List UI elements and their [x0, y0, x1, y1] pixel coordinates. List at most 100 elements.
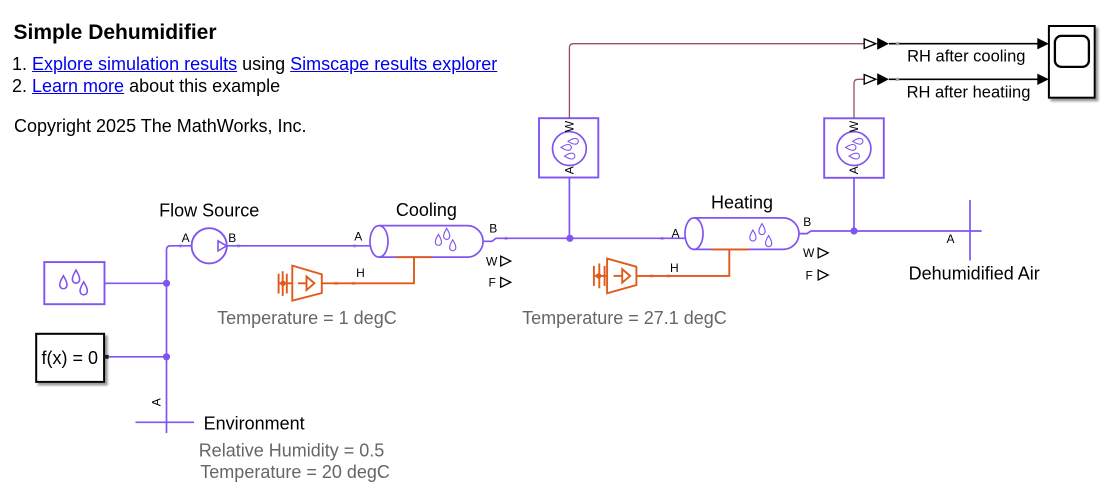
- heater-h-line[interactable]: [636, 250, 731, 277]
- environment-port-a-label: A: [149, 398, 163, 406]
- heater-port-h-label: H: [670, 261, 679, 275]
- cooling-port-f-arrow: [500, 276, 513, 289]
- description-line-2: 2. Learn more about this example: [12, 77, 280, 95]
- heating-port-a-label: A: [671, 226, 679, 240]
- junction-dot: [162, 353, 171, 361]
- cooling-port-b-label: B: [489, 221, 497, 235]
- temperature-source-icon: [592, 263, 632, 289]
- signal-lines[interactable]: [888, 42, 1038, 81]
- list-item-1-number: 1.: [12, 54, 33, 75]
- list-item-1-middle: using: [237, 54, 291, 75]
- explore-results-link[interactable]: Explore simulation results: [32, 54, 238, 75]
- flow-source-block[interactable]: A B Flow Source: [159, 200, 259, 265]
- cylinder-end-cap: [684, 217, 704, 251]
- sensor-cooling-port-a-label: A: [562, 166, 576, 174]
- joint-mark: [895, 42, 900, 46]
- temperature-source-icon: [277, 271, 316, 296]
- flow-source-port-b-label: B: [228, 231, 236, 245]
- junction-dots: [162, 227, 858, 361]
- learn-more-link[interactable]: Learn more: [32, 76, 125, 97]
- flow-source-block-label: Flow Source: [159, 200, 259, 220]
- cooling-pipe-block[interactable]: Cooling A B W F: [354, 200, 513, 290]
- junction-dot: [162, 279, 171, 287]
- cooling-port-w-arrow: [500, 255, 513, 268]
- outlet-port[interactable]: A: [946, 232, 954, 246]
- heating-port-b-label: B: [803, 215, 811, 229]
- joint-mark: [660, 236, 664, 240]
- signal-label-rh-cooling: RH after cooling: [907, 48, 1025, 66]
- cooler-temperature-source-block[interactable]: [277, 264, 323, 302]
- environment-port[interactable]: A: [149, 398, 163, 406]
- ps-line-heating[interactable]: [853, 78, 864, 119]
- joint-mark: [353, 244, 357, 248]
- sensor-cooling-port-w-label: W: [562, 120, 576, 132]
- results-explorer-link[interactable]: Simscape results explorer: [290, 54, 498, 75]
- moisture-source-block[interactable]: [43, 261, 106, 306]
- model-title: Simple Dehumidifier: [13, 21, 217, 44]
- environment-annotation-2: Temperature = 20 degC: [200, 462, 390, 482]
- reference-dot: [280, 280, 286, 286]
- arrow-head: [621, 267, 632, 285]
- junction-dot: [850, 227, 858, 235]
- reference-dot: [595, 273, 602, 279]
- heating-port-w-label: W: [803, 246, 815, 260]
- joint-mark: [334, 281, 338, 285]
- sensor-circle-icon: [836, 130, 872, 167]
- joint-mark: [179, 244, 183, 248]
- signal-label-rh-heating: RH after heatiing: [907, 84, 1031, 102]
- environment-annotation-1: Relative Humidity = 0.5: [199, 441, 385, 461]
- cooling-to-heating-line[interactable]: [483, 237, 694, 243]
- heating-port-f-arrow: [817, 269, 830, 281]
- cooling-cylinder-icon[interactable]: [369, 224, 484, 258]
- environment-label: Environment: [204, 413, 305, 433]
- flow-direction-icon: [217, 239, 229, 253]
- cylinder-end-cap: [369, 224, 389, 258]
- scope-screen-icon: [1053, 34, 1091, 69]
- heating-pipe-block[interactable]: Heating A B W F: [671, 193, 830, 283]
- ps-output-arrow-heating: [863, 73, 878, 86]
- humidity-sensor-heating-block[interactable]: W A: [823, 117, 885, 179]
- cooling-port-f-label: F: [489, 276, 496, 290]
- copyright-annotation: Copyright 2025 The MathWorks, Inc.: [14, 115, 307, 136]
- solver-block-text: f(x) = 0: [42, 348, 99, 368]
- arrow-head: [305, 274, 316, 293]
- list-item-2-number: 2.: [12, 76, 33, 97]
- outlet-label: Dehumidified Air: [909, 263, 1040, 283]
- heater-temperature-source-block[interactable]: [592, 257, 638, 295]
- list-item-2-rest: about this example: [124, 76, 281, 97]
- signal-arrowhead: [1037, 38, 1049, 50]
- cooling-port-w-label: W: [486, 254, 498, 268]
- sensor-circle-icon: [551, 130, 588, 167]
- cooling-annotation: Temperature = 1 degC: [217, 308, 397, 328]
- heating-annotation: Temperature = 27.1 degC: [522, 308, 727, 328]
- signal-joint-marks: [895, 42, 900, 81]
- joint-mark: [895, 77, 900, 81]
- joint-mark: [667, 274, 671, 278]
- solver-configuration-block[interactable]: f(x) = 0: [35, 332, 109, 383]
- heating-cylinder-icon[interactable]: [684, 217, 800, 251]
- joint-mark: [504, 236, 508, 240]
- moist-air-connections[interactable]: [104, 177, 982, 434]
- heating-block-label: Heating: [711, 193, 773, 213]
- cooling-port-a-label: A: [354, 229, 362, 243]
- thermal-connections[interactable]: [321, 248, 749, 285]
- signal-arrowhead: [1037, 73, 1049, 85]
- humidity-sensor-cooling-block[interactable]: W A: [538, 117, 600, 179]
- trunk-line-environment[interactable]: [165, 244, 193, 433]
- physical-signal-lines[interactable]: [568, 43, 864, 119]
- line-joint-marks: [179, 236, 664, 248]
- scope-block[interactable]: [1047, 25, 1096, 99]
- signal-arrowhead: [877, 73, 889, 86]
- joint-mark: [650, 274, 654, 278]
- sensor-heating-port-w-label: W: [847, 120, 861, 132]
- cooler-h-line[interactable]: [321, 258, 415, 285]
- cylinder-body[interactable]: [379, 224, 484, 258]
- ps-line-cooling[interactable]: [568, 43, 864, 119]
- outlet-port-a-label: A: [946, 232, 954, 246]
- heating-to-outlet-line[interactable]: [799, 230, 982, 235]
- cooler-port-h-label: H: [356, 266, 365, 280]
- cylinder-body[interactable]: [694, 217, 800, 251]
- signal-arrowheads: [877, 37, 1049, 86]
- heating-port-f-label: F: [806, 268, 813, 282]
